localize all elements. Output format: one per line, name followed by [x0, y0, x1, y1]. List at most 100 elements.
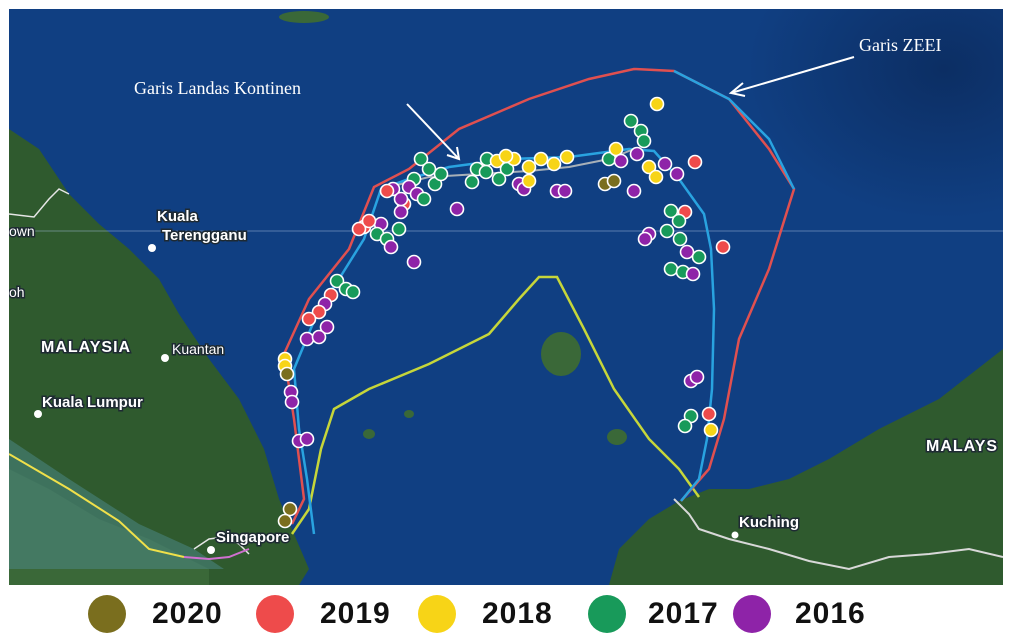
legend-item-2020: 2020: [88, 594, 223, 634]
incident-marker-2017: [491, 171, 507, 187]
legend-label-2018: 2018: [482, 597, 553, 630]
border-singapore: [193, 536, 250, 555]
incident-marker-2017: [663, 203, 679, 219]
legend-item-2016: 2016: [733, 594, 866, 634]
legend-item-2018: 2018: [418, 594, 553, 634]
incident-marker-2020: [277, 513, 293, 529]
inner-boundary-line: [290, 275, 701, 535]
incident-marker-2016: [393, 204, 409, 220]
incident-marker-2016: [299, 331, 315, 347]
zeei-arrow: [728, 56, 855, 97]
incident-marker-2019: [351, 221, 367, 237]
zeei-outer-line: [673, 69, 796, 190]
incident-marker-2016: [626, 183, 642, 199]
incident-marker-2018: [546, 156, 562, 172]
incident-marker-2017: [672, 231, 688, 247]
island-small-1: [607, 429, 627, 445]
incident-marker-2017: [413, 151, 429, 167]
border-west: [9, 188, 70, 218]
legend-item-2017: 2017: [588, 594, 719, 634]
incident-marker-2017: [329, 273, 345, 289]
incident-marker-2016: [299, 431, 315, 447]
zeei-line: [282, 67, 796, 525]
map-view[interactable]: Garis ZEEI Garis Landas Kontinen own oh …: [9, 9, 1003, 585]
incident-marker-2020: [279, 366, 295, 382]
land-borneo: [609, 349, 1003, 585]
legend-label-2017: 2017: [648, 597, 719, 630]
incident-markers: [277, 96, 731, 529]
incident-marker-2019: [701, 406, 717, 422]
incident-marker-2019: [715, 239, 731, 255]
incident-marker-2017: [345, 284, 361, 300]
label-terengganu: Terengganu: [162, 227, 247, 244]
incident-marker-2016: [383, 239, 399, 255]
incident-marker-2016: [284, 394, 300, 410]
incident-marker-2016: [669, 166, 685, 182]
incident-marker-2016: [637, 231, 653, 247]
shallow-coast: [9, 439, 224, 569]
incident-marker-2016: [689, 369, 705, 385]
incident-marker-2018: [608, 141, 624, 157]
island-small-2: [363, 429, 375, 439]
label-kuching: Kuching: [739, 514, 799, 531]
incident-marker-2017: [416, 191, 432, 207]
city-dot-kuching: [731, 531, 739, 539]
incident-marker-2017: [464, 174, 480, 190]
legend-dot-2018: [418, 595, 456, 633]
landas-arrow: [406, 103, 461, 161]
incident-marker-2018: [641, 159, 657, 175]
incident-marker-2017: [433, 166, 449, 182]
incident-marker-2019: [687, 154, 703, 170]
incident-marker-2019: [301, 311, 317, 327]
incident-marker-2016: [629, 146, 645, 162]
label-singapore: Singapore: [216, 529, 289, 546]
incident-marker-2018: [521, 159, 537, 175]
label-malaysia-east: MALAYS: [926, 438, 998, 455]
incident-marker-2019: [379, 183, 395, 199]
incident-marker-2019: [311, 304, 327, 320]
incident-marker-2020: [606, 173, 622, 189]
label-kuala: Kuala: [157, 208, 199, 225]
island-small-3: [404, 410, 414, 418]
incident-marker-2018: [559, 149, 575, 165]
legend: 2020 2019 2018 2017 2016: [0, 590, 1011, 638]
legend-dot-2019: [256, 595, 294, 633]
city-dot-kuala-lumpur: [34, 410, 42, 418]
incident-marker-2018: [648, 169, 664, 185]
incident-marker-2016: [613, 153, 629, 169]
yellow-boundary-line: [9, 453, 185, 558]
incident-marker-2018: [521, 173, 537, 189]
deep-sea-area: [609, 9, 1003, 309]
incident-marker-2018: [498, 148, 514, 164]
label-kuantan: Kuantan: [172, 341, 224, 357]
island-natuna: [541, 332, 581, 376]
incident-marker-2016: [679, 244, 695, 260]
incident-marker-2017: [671, 213, 687, 229]
incident-marker-2018: [533, 151, 549, 167]
incident-marker-2017: [391, 221, 407, 237]
incident-marker-2018: [649, 96, 665, 112]
incident-marker-2017: [478, 164, 494, 180]
legend-dot-2016: [733, 595, 771, 633]
legend-dot-2017: [588, 595, 626, 633]
border-borneo: [673, 498, 1003, 571]
annotation-landas-kontinen: Garis Landas Kontinen: [134, 78, 301, 98]
incident-marker-2018: [703, 422, 719, 438]
label-malaysia-west: MALAYSIA: [41, 339, 131, 356]
incident-marker-2016: [449, 201, 465, 217]
incident-marker-2017: [677, 418, 693, 434]
incident-marker-2017: [663, 261, 679, 277]
city-dot-kuala-terengganu: [148, 244, 156, 252]
incident-marker-2016: [685, 266, 701, 282]
incident-marker-2017: [421, 161, 437, 177]
incident-marker-2016: [311, 329, 327, 345]
pink-strait-line: [183, 548, 250, 561]
incident-marker-2017: [636, 133, 652, 149]
incident-marker-2016: [319, 319, 335, 335]
legend-label-2019: 2019: [320, 597, 391, 630]
incident-marker-2016: [657, 156, 673, 172]
city-dot-kuantan: [161, 354, 169, 362]
label-kuala-lumpur: Kuala Lumpur: [42, 394, 143, 411]
incident-marker-2017: [691, 249, 707, 265]
legend-label-2016: 2016: [795, 597, 866, 630]
